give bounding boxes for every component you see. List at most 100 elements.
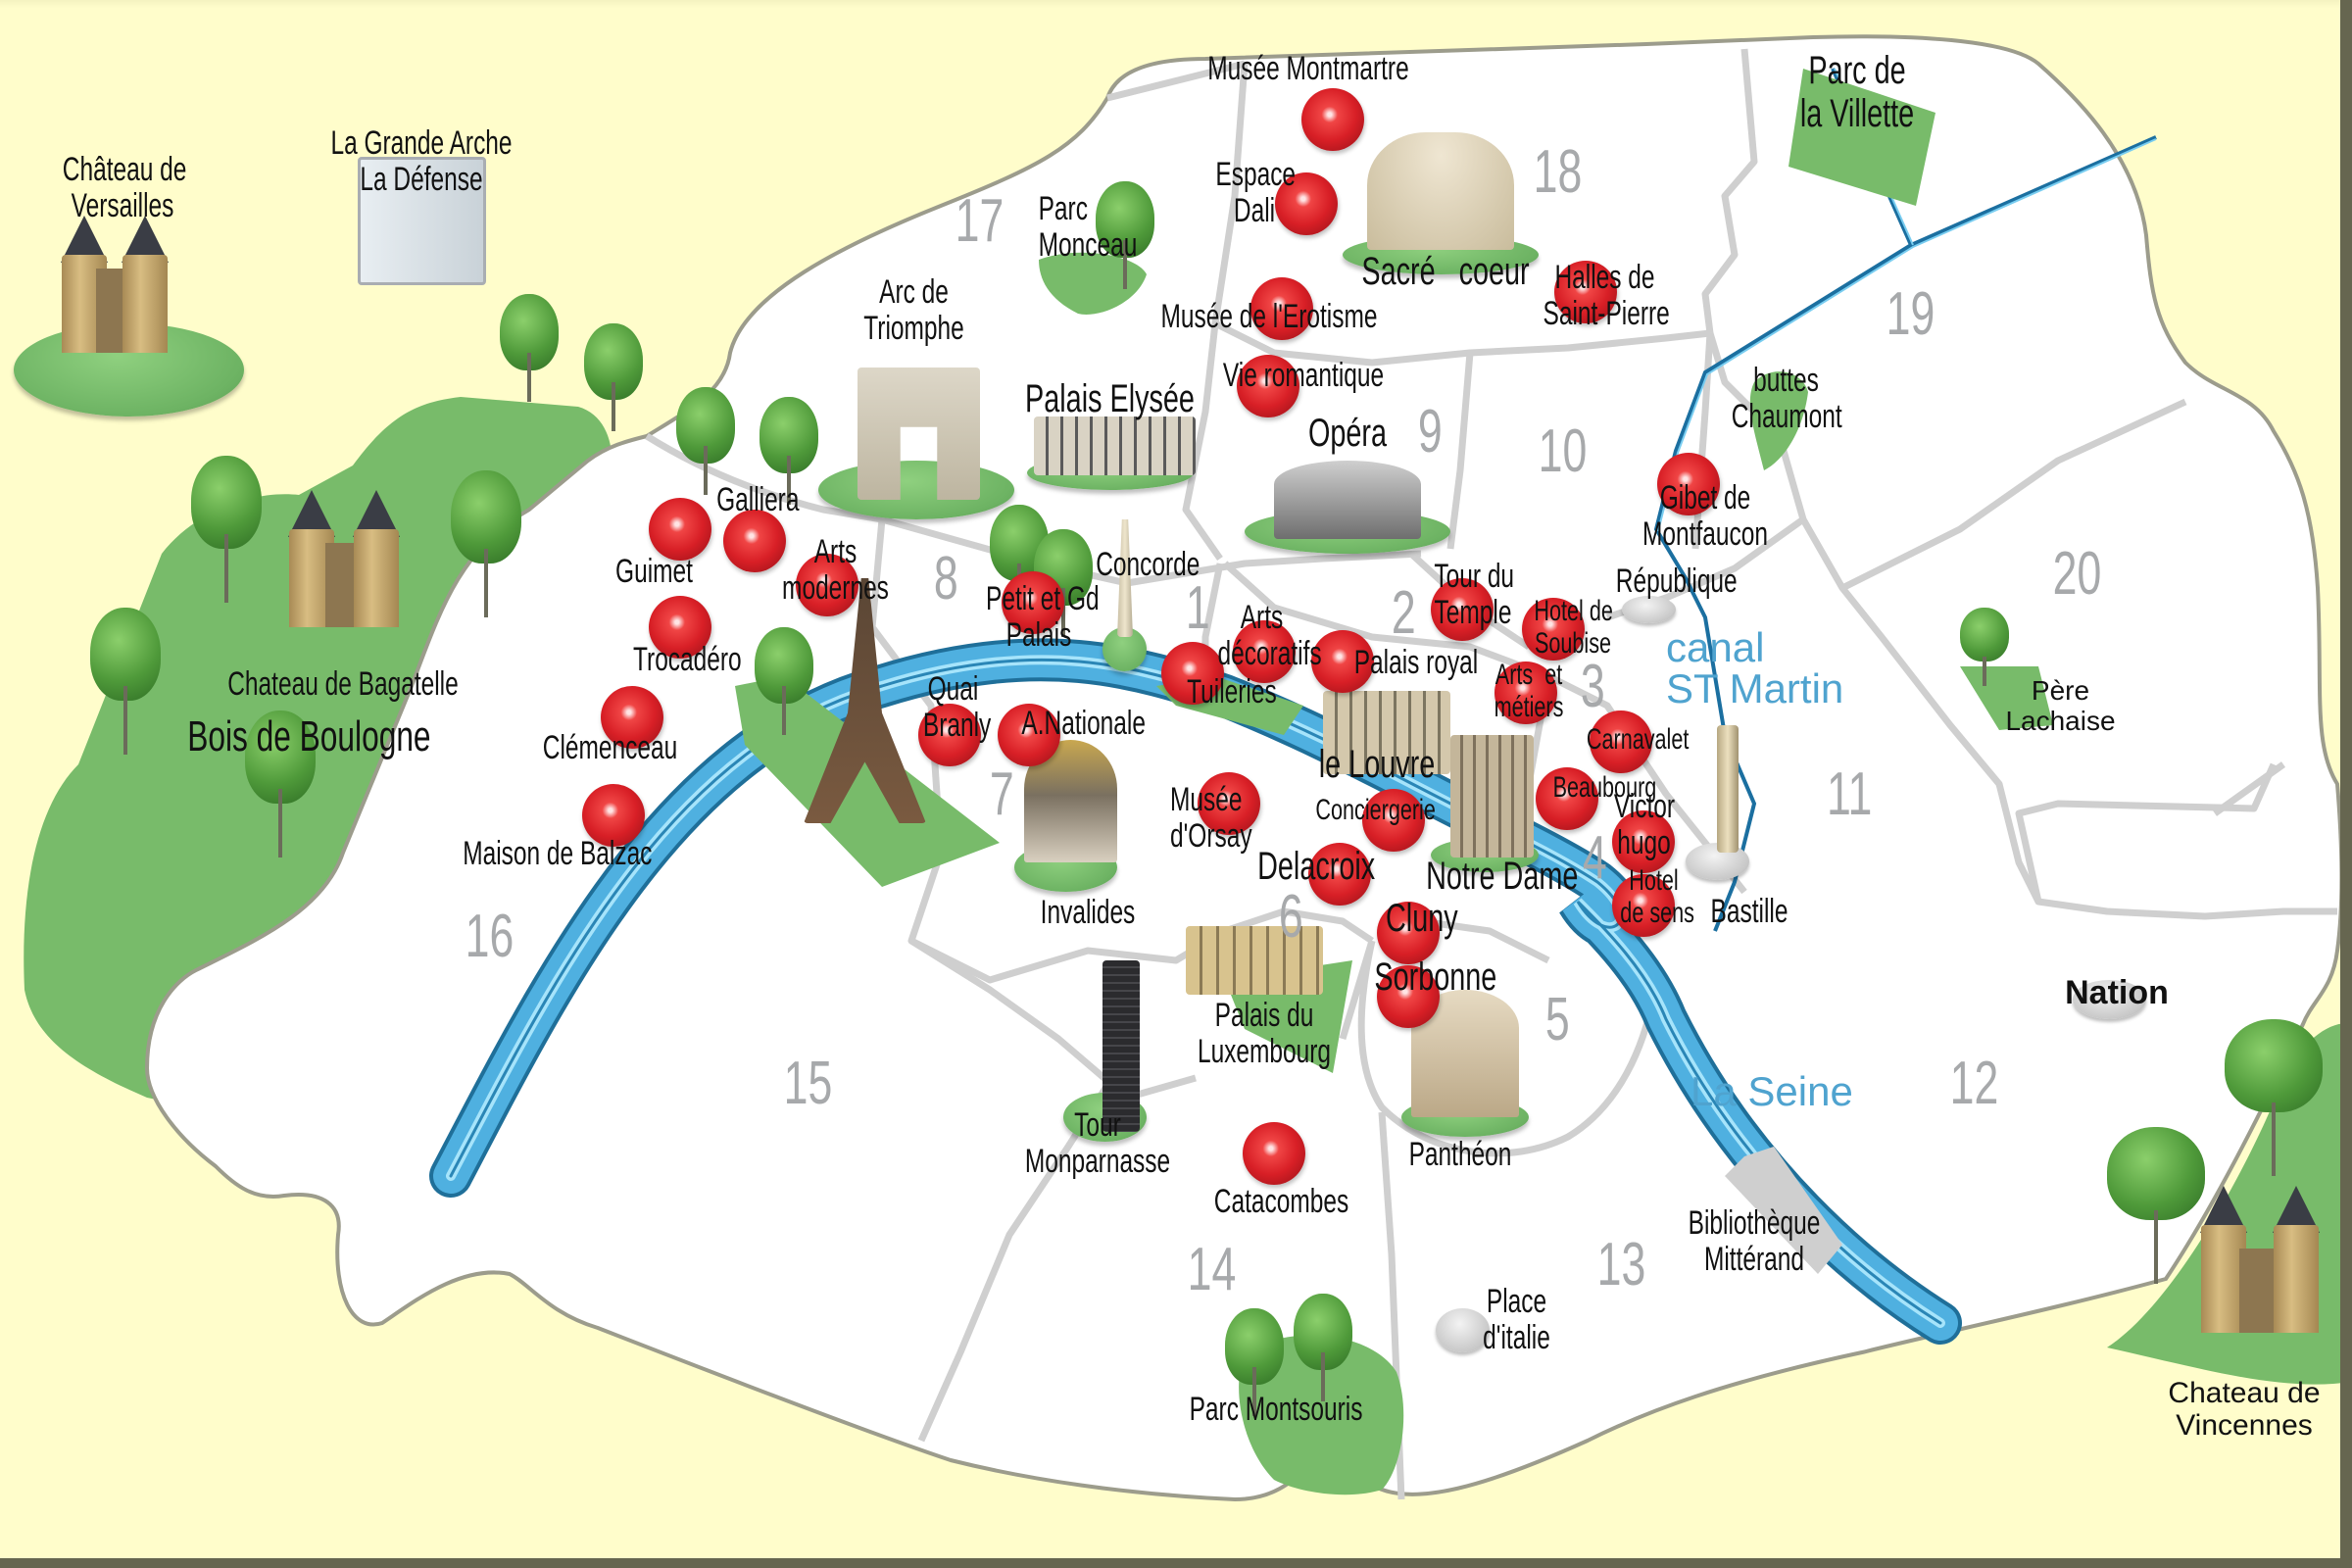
label-le-louvre: le Louvre [1318, 743, 1436, 786]
place-italie-base [1436, 1308, 1490, 1352]
poi-pin-carnavalet[interactable] [1590, 710, 1652, 773]
poi-pin-cluny[interactable] [1377, 902, 1440, 964]
label-tuileries[interactable]: Tuileries [1187, 673, 1277, 710]
poi-pin-victor-hugo[interactable] [1612, 810, 1675, 873]
label-catacombes[interactable]: Catacombes [1213, 1183, 1349, 1220]
label-quai-branly[interactable]: Quai Branly [922, 670, 992, 745]
poi-pin-arts-modernes[interactable] [796, 554, 858, 616]
label-palais-luxembourg: Palais du Luxembourg [1197, 997, 1332, 1071]
tree-icon [245, 710, 316, 858]
tree-icon [191, 456, 262, 603]
tree-icon [760, 397, 818, 505]
poi-pin-palais-royal[interactable] [1311, 630, 1374, 693]
poi-pin-maison-balzac[interactable] [582, 784, 645, 847]
label-beaubourg[interactable]: Beaubourg [1552, 771, 1657, 804]
label-carnavalet[interactable]: Carnavalet [1586, 723, 1690, 756]
poi-pin-hotel-de-sens[interactable] [1612, 874, 1675, 937]
label-clemenceau[interactable]: Clémenceau [542, 729, 678, 766]
label-opera: Opéra [1307, 412, 1388, 455]
poi-pin-quai-branly[interactable] [918, 704, 981, 766]
republique-base [1622, 596, 1676, 623]
label-cluny[interactable]: Cluny [1386, 897, 1458, 940]
label-delacroix[interactable]: Delacroix [1257, 845, 1376, 888]
label-notre-dame: Notre Dame [1426, 855, 1579, 898]
frame-shadow-bottom [0, 1558, 2352, 1568]
poi-pin-delacroix[interactable] [1308, 843, 1371, 906]
label-bois-de-boulogne: Bois de Boulogne [187, 712, 431, 760]
label-victor-hugo[interactable]: Victor hugo [1613, 788, 1676, 862]
arrondissement-15: 15 [783, 1050, 833, 1117]
label-tour-montparnasse: Tour Monparnasse [1024, 1106, 1171, 1181]
bagatelle-castle-icon [286, 490, 404, 627]
poi-pin-tuileries[interactable] [1161, 642, 1224, 705]
poi-pin-tour-du-temple[interactable] [1431, 578, 1494, 641]
poi-pin-gibet-montfaucon[interactable] [1657, 453, 1720, 515]
poi-pin-musee-orsay[interactable] [1198, 772, 1260, 835]
arrondissement-9: 9 [1417, 398, 1443, 466]
label-arts-et-metiers[interactable]: Arts et métiers [1494, 659, 1564, 723]
label-chateau-vincennes: Chateau de Vincennes [2168, 1377, 2321, 1442]
poi-pin-clemenceau[interactable] [601, 686, 663, 749]
label-arts-decoratifs[interactable]: Arts décoratifs [1217, 599, 1322, 673]
label-invalides: Invalides [1040, 894, 1136, 931]
label-buttes-chaumont: buttes Chaumont [1731, 362, 1842, 436]
label-republique: République [1615, 563, 1738, 600]
arrondissement-18: 18 [1533, 138, 1583, 206]
arrondissement-3: 3 [1580, 653, 1605, 720]
label-palais-royal[interactable]: Palais royal [1353, 644, 1479, 681]
poi-pin-catacombes[interactable] [1243, 1122, 1305, 1185]
label-trocadero[interactable]: Trocadéro [633, 641, 742, 678]
label-musee-orsay[interactable]: Musée d'Orsay [1170, 781, 1252, 856]
label-hotel-de-sens[interactable]: Hotel de sens [1620, 864, 1694, 929]
label-hotel-soubise[interactable]: Hotel de Soubise [1534, 595, 1613, 660]
poi-pin-espace-dali[interactable] [1275, 172, 1338, 235]
bibliotheque-building [1725, 1147, 1842, 1274]
tree-icon [451, 470, 521, 617]
poi-pin-arts-decoratifs[interactable] [1233, 620, 1296, 683]
nation-base [2073, 980, 2146, 1019]
arrondissement-7: 7 [989, 760, 1014, 828]
label-gibet-montfaucon[interactable]: Gibet de Montfaucon [1642, 479, 1768, 554]
arrondissement-19: 19 [1886, 280, 1936, 348]
poi-pin-vie-romantique[interactable] [1237, 355, 1299, 417]
label-petit-grand-palais[interactable]: Petit et Gd Palais [986, 580, 1100, 655]
vincennes-castle-icon [2200, 1186, 2323, 1333]
label-halles-saint-pierre[interactable]: Halles de Saint-Pierre [1543, 259, 1670, 333]
label-arts-modernes[interactable]: Arts modernes [782, 533, 889, 608]
label-tour-du-temple[interactable]: Tour du Temple [1434, 558, 1515, 632]
label-sorbonne[interactable]: Sorbonne [1374, 956, 1497, 999]
label-vie-romantique[interactable]: Vie romantique [1222, 357, 1385, 394]
label-conciergerie[interactable]: Conciergerie [1315, 794, 1436, 826]
label-maison-balzac[interactable]: Maison de Balzac [463, 835, 653, 872]
poi-pin-arts-et-metiers[interactable] [1494, 662, 1557, 724]
label-grande-arche: La Grande Arche La Défense [330, 124, 513, 199]
poi-pin-petit-grand-palais[interactable] [1002, 571, 1064, 634]
poi-pin-beaubourg[interactable] [1536, 767, 1598, 830]
label-pantheon: Panthéon [1408, 1136, 1512, 1173]
city-parks [735, 69, 2053, 1495]
poi-pin-sorbonne[interactable] [1377, 965, 1440, 1028]
poi-pin-musee-erotisme[interactable] [1250, 277, 1313, 340]
label-parc-montsouris: Parc Montsouris [1189, 1391, 1363, 1428]
poi-pin-musee-montmartre[interactable] [1301, 88, 1364, 151]
montsouris-park [1239, 1335, 1404, 1495]
label-assemblee-nationale[interactable]: A.Nationale [1021, 705, 1146, 742]
label-chateau-bagatelle: Chateau de Bagatelle [227, 665, 459, 703]
arrondissement-5: 5 [1544, 986, 1570, 1054]
label-palais-elysee: Palais Elysée [1025, 377, 1195, 420]
poi-pin-conciergerie[interactable] [1362, 789, 1425, 852]
label-bastille: Bastille [1710, 893, 1788, 930]
poi-pin-guimet[interactable] [649, 498, 711, 561]
poi-pin-halles-saint-pierre[interactable] [1554, 261, 1617, 323]
poi-pin-galliera[interactable] [723, 510, 786, 572]
arrondissement-8: 8 [933, 545, 958, 612]
label-espace-dali[interactable]: Espace Dali [1215, 156, 1297, 230]
label-musee-montmartre[interactable]: Musée Montmartre [1207, 50, 1409, 87]
poi-pin-trocadero[interactable] [649, 596, 711, 659]
poi-pin-assemblee-nationale[interactable] [998, 704, 1060, 766]
label-galliera[interactable]: Galliera [716, 481, 800, 518]
label-musee-erotisme[interactable]: Musée de l'Erotisme [1160, 298, 1378, 335]
tour-montparnasse-icon [1102, 960, 1140, 1132]
poi-pin-hotel-soubise[interactable] [1522, 598, 1585, 661]
label-guimet[interactable]: Guimet [615, 553, 693, 590]
